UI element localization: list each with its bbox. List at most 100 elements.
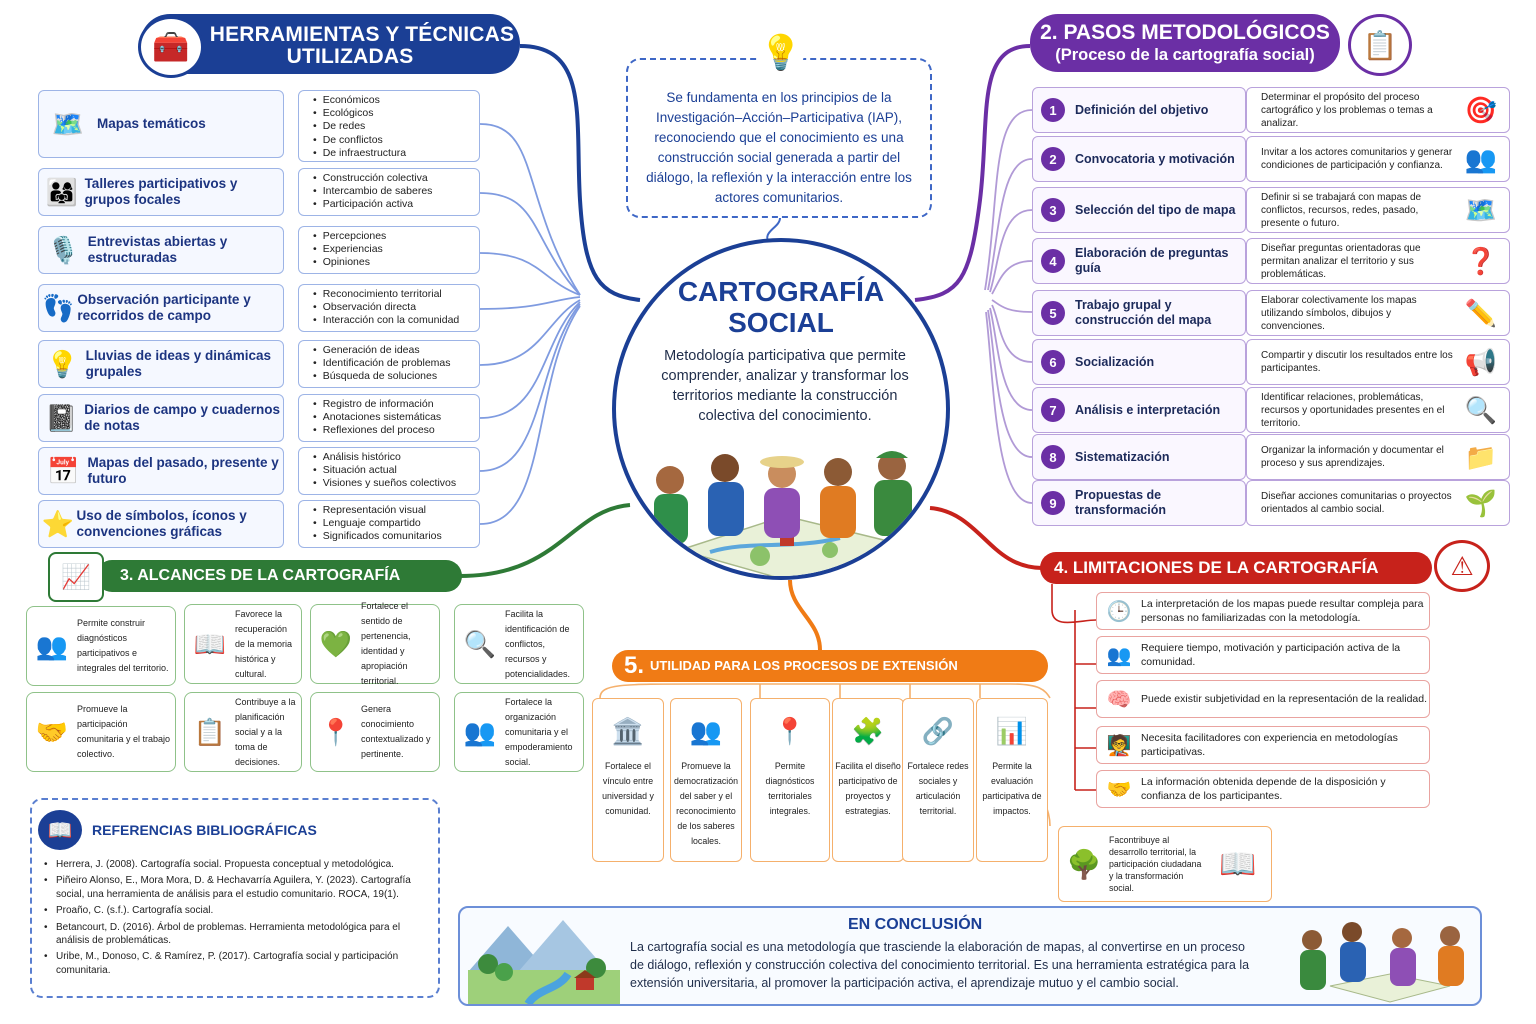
step-label: Socialización	[1075, 354, 1155, 369]
scope-text: Permite construir diagnósticos participa…	[77, 618, 169, 673]
section5-extra-card: 🌳 Facontribuye al desarrollo territorial…	[1058, 826, 1272, 902]
step-number: 2	[1041, 147, 1065, 171]
calendar-icon: 📅	[47, 455, 80, 486]
utility-card: 👥Promueve la democratización del saber y…	[670, 698, 742, 862]
tool-card: ⭐Uso de símbolos, íconos y convenciones …	[38, 500, 284, 548]
folder-icon: 📁	[1464, 441, 1498, 472]
tool-label: Entrevistas abiertas y estructuradas	[87, 234, 228, 265]
section5-extra-text: Facontribuye al desarrollo territorial, …	[1109, 835, 1202, 893]
tool-card: 💡Lluvias de ideas y dinámicas grupales	[38, 340, 284, 388]
step-description-text: Invitar a los actores comunitarios y gen…	[1261, 147, 1453, 171]
scope-text: Contribuye a la planificación social y a…	[235, 696, 296, 767]
utility-text: Permite diagnósticos territoriales integ…	[765, 761, 815, 816]
step-label: Análisis e interpretación	[1075, 402, 1221, 417]
step-description: Compartir y discutir los resultados entr…	[1246, 339, 1510, 385]
community-icon: 👥	[463, 716, 497, 747]
tool-bullets: PercepcionesExperienciasOpiniones	[298, 226, 480, 274]
scope-card: 💚Fortalece el sentido de pertenencia, id…	[310, 601, 440, 686]
step-description: Elaborar colectivamente los mapas utiliz…	[1246, 290, 1510, 336]
scope-text: Promueve la participación comunitaria y …	[77, 704, 171, 759]
limitation-card: 🕒 La interpretación de los mapas puede re…	[1096, 592, 1430, 630]
step-label: Convocatoria y motivación	[1075, 151, 1235, 166]
step-number: 1	[1041, 98, 1065, 122]
central-description: Metodología participativa que permite co…	[661, 348, 909, 424]
tool-bullet: Observación directa	[313, 301, 479, 314]
step-description-text: Organizar la información y documentar el…	[1261, 445, 1444, 469]
scope-text: Fortalece la organización comunitaria y …	[505, 696, 573, 767]
people-mapping-illustration	[654, 451, 912, 576]
tool-bullet: De redes	[313, 120, 479, 133]
tool-bullet: Anotaciones sistemáticas	[313, 411, 479, 424]
tool-label: Talleres participativos y grupos focales	[84, 176, 238, 207]
step-number: 4	[1041, 249, 1065, 273]
tool-bullet: Económicos	[313, 94, 479, 107]
tool-card: 🗺️Mapas temáticos	[38, 90, 284, 158]
warning-icon: ⚠	[1434, 540, 1490, 592]
step-description-text: Diseñar acciones comunitarias o proyecto…	[1261, 491, 1452, 515]
network-icon: 🔗	[921, 716, 955, 746]
tool-label: Mapas del pasado, presente y futuro	[87, 455, 279, 486]
tool-bullets: Reconocimiento territorialObservación di…	[298, 284, 480, 332]
handshake-icon: 🤝	[35, 716, 69, 747]
checklist-icon: 📋	[193, 716, 227, 747]
microphone-icon: 🎙️	[47, 234, 80, 265]
symbols-icon: ⭐	[41, 508, 74, 539]
tool-bullet: De conflictos	[313, 134, 479, 147]
step-label: Selección del tipo de mapa	[1075, 202, 1236, 217]
tool-label: Uso de símbolos, íconos y convenciones g…	[76, 508, 247, 539]
facilitator-icon: 🧑‍🏫	[1106, 734, 1132, 757]
tool-bullet: Reconocimiento territorial	[313, 288, 479, 301]
reference-item: Proaño, C. (s.f.). Cartografía social.	[44, 904, 434, 918]
limitation-card: 🧠Puede existir subjetividad en la repres…	[1096, 680, 1430, 718]
iap-foundation-box: Se fundamenta en los principios de la In…	[626, 58, 932, 218]
magnifier-icon: 🔍	[463, 628, 497, 659]
utility-card: 🏛️Fortalece el vínculo entre universidad…	[592, 698, 664, 862]
tool-bullet: Búsqueda de soluciones	[313, 370, 479, 383]
scope-text: Genera conocimiento contextualizado y pe…	[361, 704, 431, 759]
limitation-text: Puede existir subjetividad en la represe…	[1141, 693, 1428, 705]
scope-card: 👥Permite construir diagnósticos particip…	[26, 606, 176, 686]
utility-card: 📊Permite la evaluación participativa de …	[976, 698, 1048, 862]
university-icon: 🏛️	[611, 716, 645, 746]
limitation-text: La información obtenida depende de la di…	[1141, 776, 1386, 802]
step-7: 7 Análisis e interpretación	[1032, 387, 1246, 433]
step-number: 8	[1041, 445, 1065, 469]
pencil-icon: ✏️	[1464, 297, 1498, 328]
references-title: REFERENCIAS BIBLIOGRÁFICAS	[92, 822, 317, 838]
limitation-text: La interpretación de los mapas puede res…	[1141, 598, 1424, 624]
step-number: 7	[1041, 398, 1065, 422]
step-description-text: Determinar el propósito del proceso cart…	[1261, 91, 1433, 129]
section2-title-line1: 2. PASOS METODOLÓGICOS	[1040, 21, 1330, 44]
tool-bullets: Representación visualLenguaje compartido…	[298, 500, 480, 548]
scope-text: Fortalece el sentido de pertenencia, ide…	[361, 601, 411, 686]
tool-label: Observación participante y recorridos de…	[77, 292, 251, 323]
limitation-card: 🧑‍🏫Necesita facilitadores con experienci…	[1096, 726, 1430, 764]
scope-card: 📋 Contribuye a la planificación social y …	[184, 692, 302, 772]
scope-text: Facilita la identificación de conflictos…	[505, 608, 571, 679]
tool-bullet: Reflexiones del proceso	[313, 424, 479, 437]
utility-card: 🔗Fortalece redes sociales y articulación…	[902, 698, 974, 862]
lightbulb-icon: 💡	[46, 348, 79, 379]
section4-title: 4. LIMITACIONES DE LA CARTOGRAFÍA SOCIAL	[1040, 552, 1432, 609]
tool-bullets: Análisis históricoSituación actualVision…	[298, 447, 480, 495]
reference-item: Uribe, M., Donoso, C. & Ramírez, P. (201…	[44, 950, 434, 977]
step-description: Definir si se trabajará con mapas de con…	[1246, 187, 1510, 233]
section1-title-line1: 1. HERRAMIENTAS Y TÉCNICAS	[185, 23, 515, 46]
tool-card: 👣Observación participante y recorridos d…	[38, 284, 284, 332]
target-icon: 🎯	[1464, 94, 1498, 125]
step-description-text: Compartir y discutir los resultados entr…	[1261, 350, 1453, 374]
clock-icon: 🕒	[1106, 600, 1132, 623]
utility-text: Facilita el diseño participativo de proy…	[835, 761, 901, 816]
conclusion-title: EN CONCLUSIÓN	[848, 916, 983, 933]
scope-card: 👥 Fortalece la organización comunitaria y…	[454, 692, 584, 772]
growth-chart-icon: 📈	[48, 552, 104, 602]
location-map-icon: 📍	[773, 716, 807, 746]
tool-bullet: Experiencias	[313, 243, 479, 256]
central-node: CARTOGRAFÍA SOCIAL Metodología participa…	[612, 238, 950, 580]
tool-bullet: Interacción con la comunidad	[313, 314, 479, 327]
